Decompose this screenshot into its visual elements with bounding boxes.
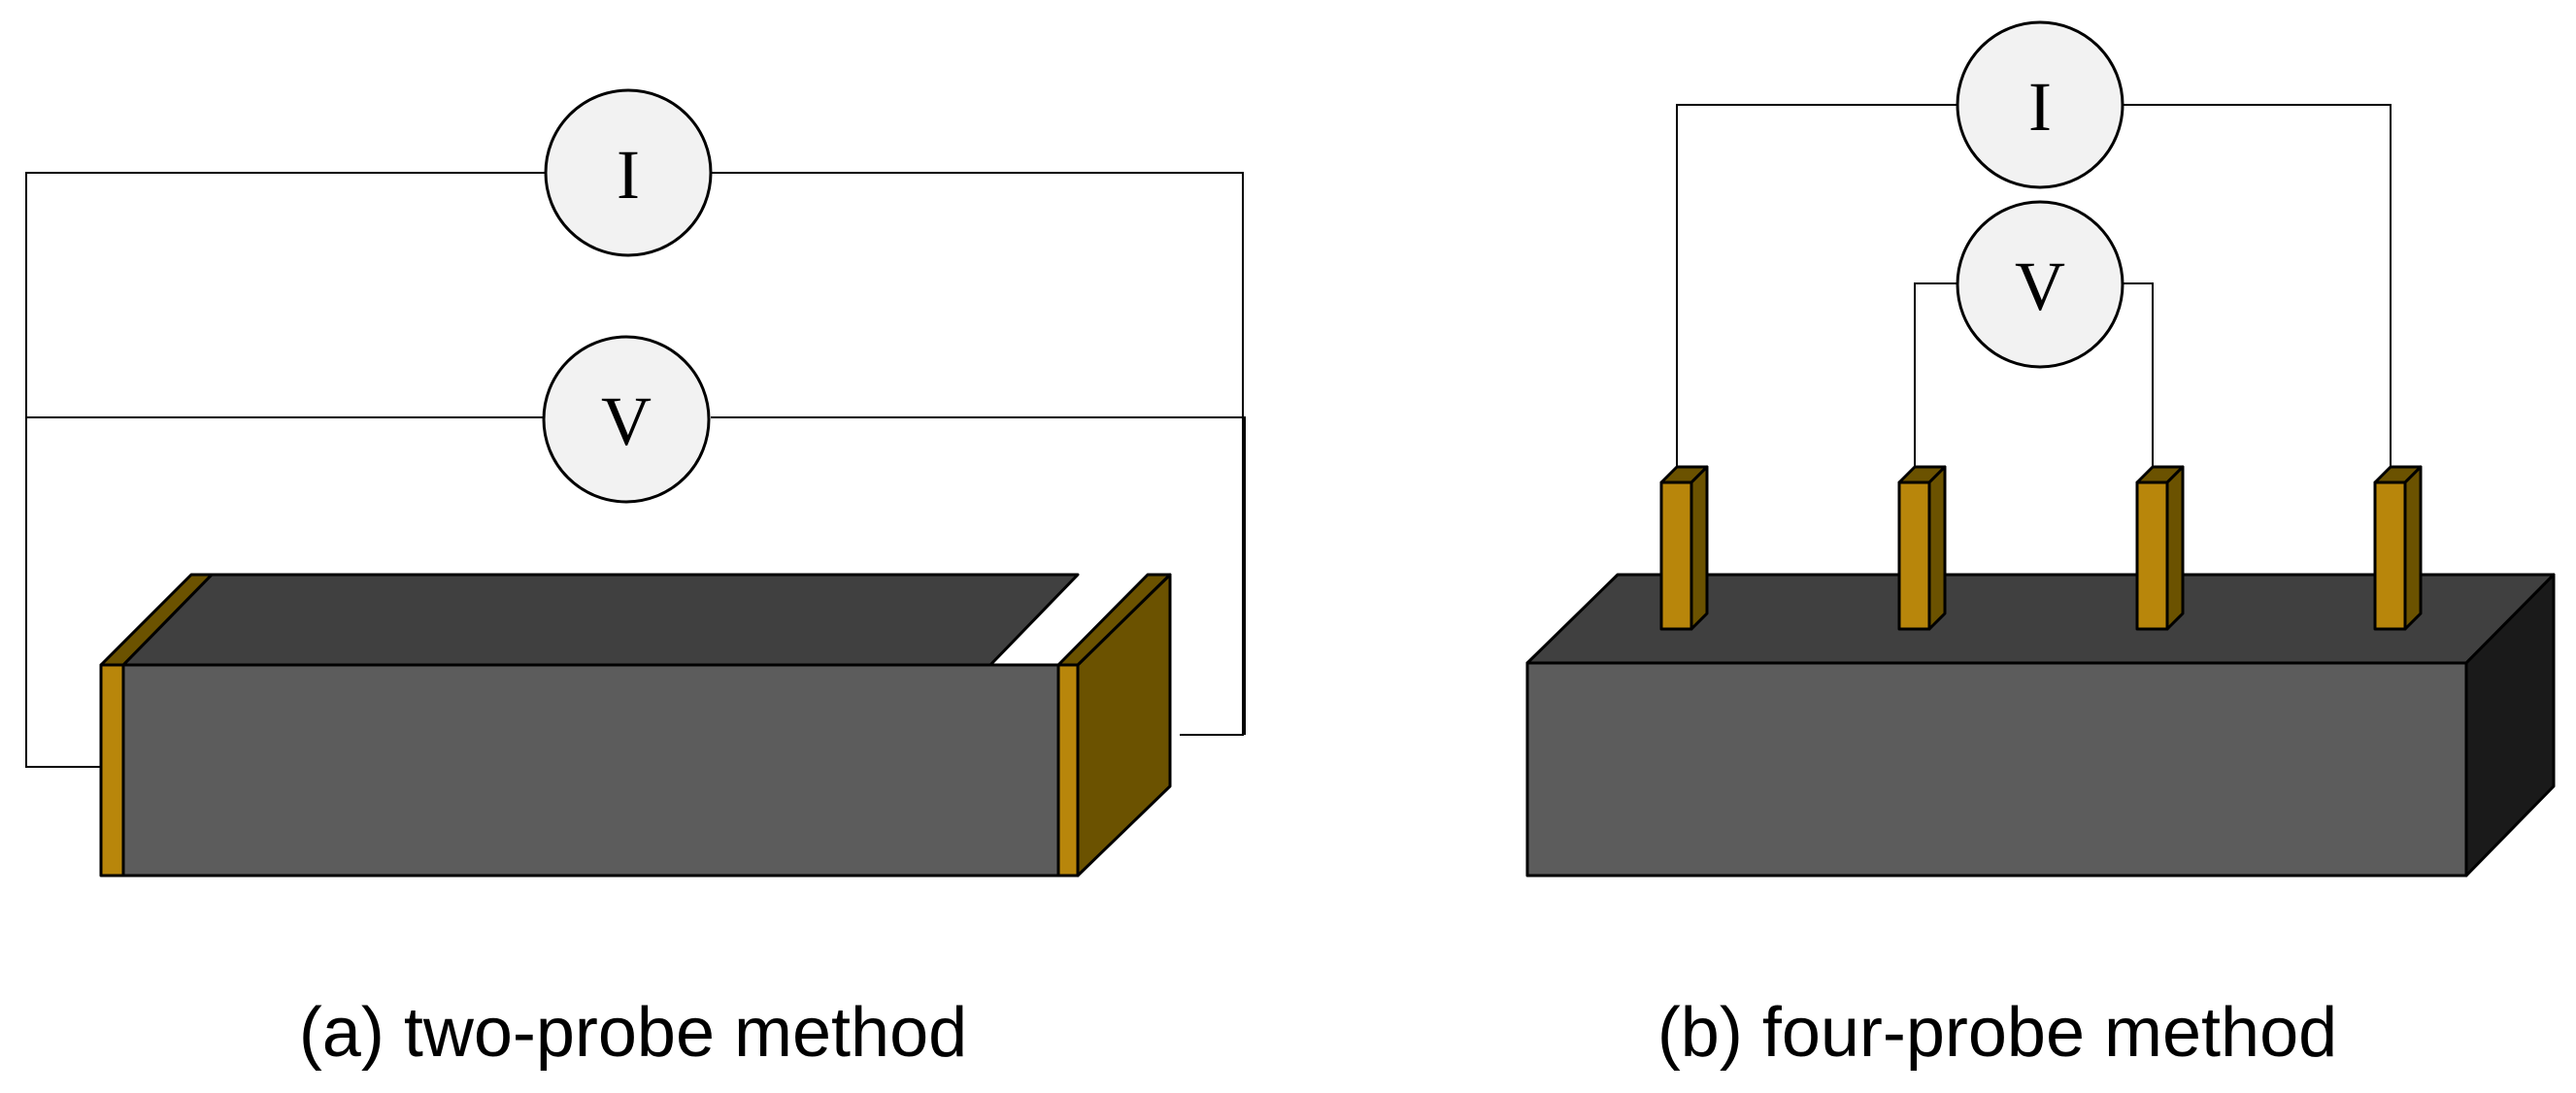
sample-top-face [121,573,1080,667]
voltage-meter: V [1956,200,2124,369]
probe-3-front [2135,480,2169,631]
current-meter-circle [1956,20,2124,189]
probe-3 [2135,465,2185,631]
probe-1-front [1659,480,1693,631]
voltage-loop-wire [26,416,1246,735]
four-probe-sample [1525,573,2556,878]
current-loop-wire [1676,104,2392,480]
caption-two-probe: (a) two-probe method [299,994,967,1072]
current-meter-label: I [2028,68,2052,146]
voltage-meter-label: V [2015,248,2065,325]
current-meter: I [544,88,713,257]
probe-2-side [1927,465,1947,631]
four-probe-wiring [1676,104,2392,480]
current-meter-circle [544,88,713,257]
current-loop-wire [25,172,1244,768]
voltage-meter: V [542,335,711,504]
left-electrode [99,663,125,878]
probe-3-side [2165,465,2185,631]
voltage-meter-label: V [601,382,652,460]
voltage-meter-circle [542,335,711,504]
voltage-meter-circle [1956,200,2124,369]
sample-front-face [1525,661,2468,878]
two-probe-sample [99,573,1172,878]
panel-two-probe: I V (a) two-probe method [25,88,1246,1072]
caption-four-probe: (b) four-probe method [1657,994,2337,1072]
two-probe-wiring [25,172,1246,768]
current-meter-label: I [617,136,640,214]
probe-2-front [1897,480,1931,631]
current-meter: I [1956,20,2124,189]
right-electrode [1056,663,1080,878]
sample-front-face [121,663,1060,878]
probe-1 [1659,465,1709,631]
probe-1-side [1689,465,1709,631]
probe-2 [1897,465,1947,631]
probe-4 [2373,465,2423,631]
probe-4-side [2403,465,2423,631]
voltage-loop-wire [1914,282,2154,480]
probe-4-front [2373,480,2407,631]
panel-four-probe: I V (b) four-probe method [1525,20,2556,1072]
